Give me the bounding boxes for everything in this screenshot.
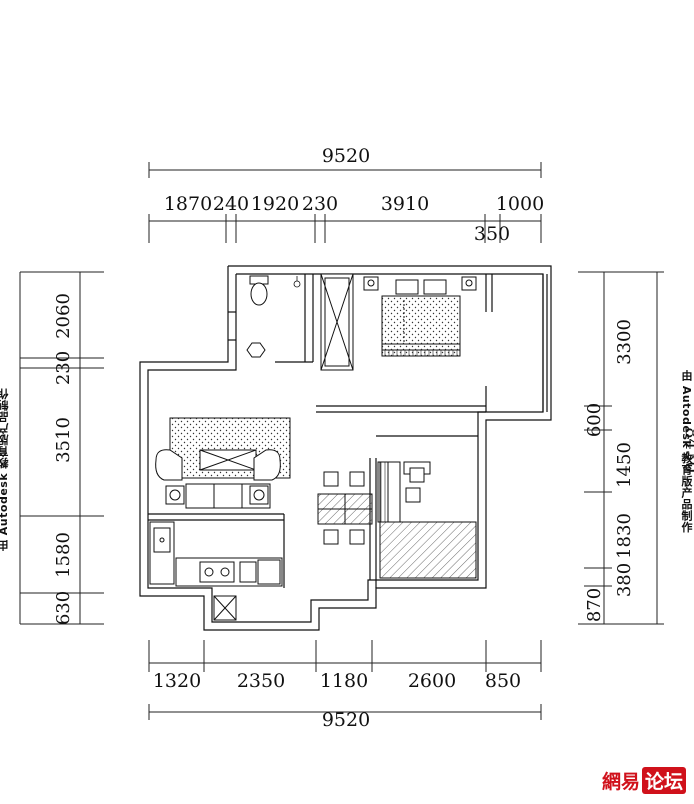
dim-top-seg: 1000	[496, 193, 544, 215]
wardrobe	[320, 273, 354, 371]
dim-right-seg: 870	[584, 588, 605, 622]
dimension-top	[148, 162, 542, 243]
dim-bottom-seg: 1180	[320, 670, 368, 692]
dim-right-seg: 380	[614, 563, 635, 597]
dim-right-seg: 3300	[614, 319, 635, 365]
dim-bottom-seg: 2600	[408, 670, 456, 692]
basin-icon	[246, 342, 266, 358]
dim-top-seg: 240	[213, 193, 249, 215]
dim-bottom-total: 9520	[322, 709, 370, 731]
watermark-text-a: 網易	[601, 771, 640, 793]
dimension-left	[19, 271, 104, 625]
nightstand-icon	[363, 276, 477, 291]
dim-top-seg: 3910	[381, 193, 429, 215]
dim-right-total: 8430	[681, 427, 694, 473]
dim-right-seg: 1830	[614, 513, 635, 559]
dimension-bottom	[148, 640, 542, 720]
toilet-icon	[249, 275, 269, 306]
dim-top-total: 9520	[322, 145, 370, 167]
dim-left-seg: 2060	[53, 293, 74, 339]
dining-table	[317, 471, 373, 545]
dim-top-seg: 1870	[164, 193, 212, 215]
walls	[139, 265, 552, 631]
dim-left-seg: 230	[53, 351, 74, 385]
kitchen	[149, 521, 283, 621]
dim-left-seg: 1580	[53, 532, 74, 578]
dim-top-seg: 230	[302, 193, 338, 215]
dim-top-seg: 1920	[251, 193, 299, 215]
site-watermark: 網易 论坛	[602, 767, 686, 794]
dim-right-seg: 600	[584, 403, 605, 437]
dim-left-seg: 3510	[53, 417, 74, 463]
watermark-stamp-left: 由 Autodesk 教育版产品制作	[0, 388, 10, 552]
dim-bottom-seg: 1320	[153, 670, 201, 692]
dim-top-sub: 350	[474, 223, 510, 245]
dimension-right	[578, 271, 664, 625]
dim-bottom-seg: 2350	[237, 670, 285, 692]
dim-right-seg: 1450	[614, 442, 635, 488]
sofa-set	[155, 417, 291, 509]
shower-icon	[293, 276, 301, 288]
watermark-stamp-right: 由 Autodesk 教育版产品制作	[680, 370, 693, 534]
watermark-text-b: 论坛	[641, 767, 686, 794]
dim-bottom-seg: 850	[485, 670, 521, 692]
dim-left-seg: 630	[53, 591, 74, 625]
bed	[381, 279, 461, 357]
study-room	[377, 461, 477, 579]
